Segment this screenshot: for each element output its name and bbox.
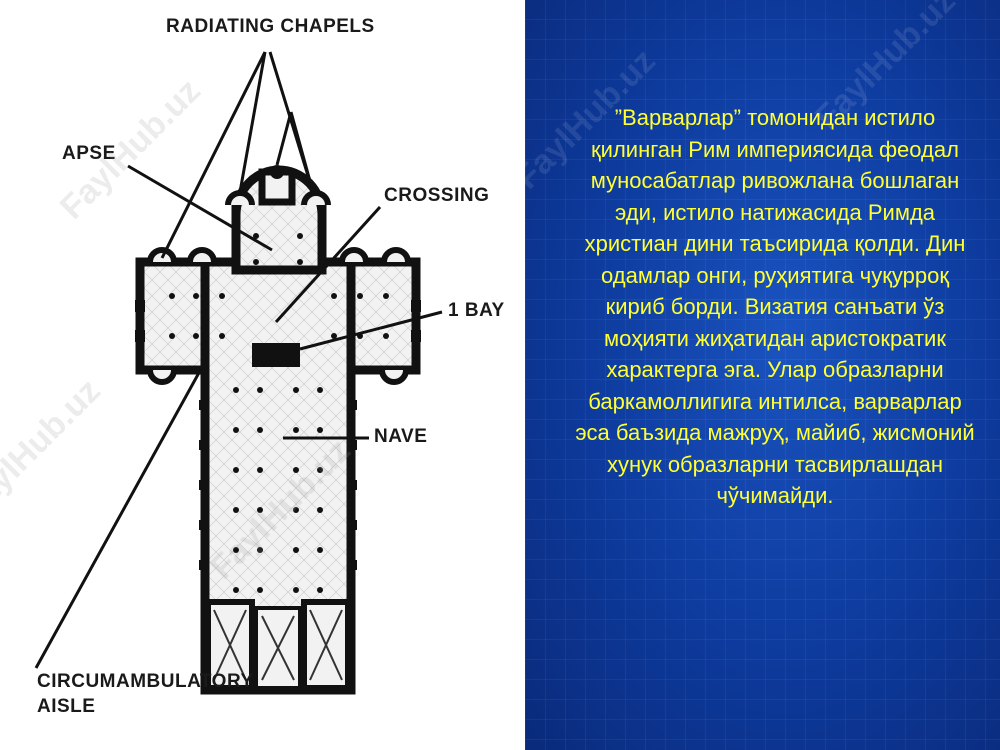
diagram-panel: RADIATING CHAPELS APSE CROSSING 1 BAY NA… <box>0 16 505 717</box>
cathedral-floor-plan <box>34 51 443 695</box>
label-apse: APSE <box>62 143 116 164</box>
body-paragraph: ”Варварлар” томонидан истило қилинган Ри… <box>575 105 975 508</box>
west-front-towers <box>205 599 351 691</box>
text-panel: ”Варварлар” томонидан истило қилинган Ри… <box>525 0 1000 750</box>
label-radiating-chapels: RADIATING CHAPELS <box>166 16 375 37</box>
leader-lines <box>34 51 443 669</box>
label-nave: NAVE <box>374 426 428 447</box>
label-aisle: AISLE <box>37 696 96 717</box>
label-circumambulatory: CIRCUMAMBULATORY <box>37 671 254 692</box>
piers <box>169 233 389 593</box>
label-crossing: CROSSING <box>384 185 490 206</box>
label-bay: 1 BAY <box>448 300 505 321</box>
radiating-chapel-bumps <box>147 190 411 385</box>
highlighted-bay <box>252 343 300 367</box>
